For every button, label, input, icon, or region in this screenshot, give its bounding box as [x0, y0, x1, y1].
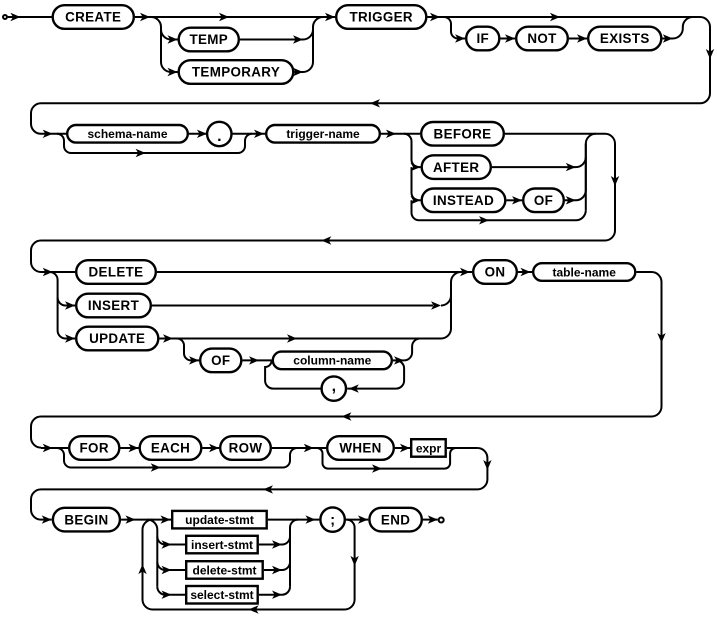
svg-text:INSTEAD: INSTEAD	[433, 193, 494, 208]
svg-text:INSERT: INSERT	[88, 298, 140, 313]
svg-text:select-stmt: select-stmt	[190, 588, 253, 602]
svg-text:column-name: column-name	[293, 354, 371, 368]
svg-text:FOR: FOR	[80, 441, 109, 456]
svg-text:expr: expr	[416, 441, 442, 455]
svg-text:delete-stmt: delete-stmt	[192, 563, 256, 577]
svg-text:.: .	[217, 128, 221, 145]
svg-text:EXISTS: EXISTS	[600, 31, 650, 46]
svg-text:update-stmt: update-stmt	[185, 513, 254, 527]
svg-text:BEGIN: BEGIN	[64, 512, 108, 527]
svg-text:WHEN: WHEN	[339, 441, 381, 456]
svg-text:OF: OF	[211, 353, 230, 368]
svg-text:;: ;	[330, 512, 335, 529]
svg-text:trigger-name: trigger-name	[286, 127, 360, 141]
svg-text:ON: ON	[485, 265, 506, 280]
svg-text:BEFORE: BEFORE	[434, 127, 492, 142]
svg-text:END: END	[381, 512, 410, 527]
svg-text:NOT: NOT	[527, 31, 557, 46]
svg-text:AFTER: AFTER	[433, 160, 479, 175]
svg-text:DELETE: DELETE	[89, 265, 144, 280]
svg-text:EACH: EACH	[151, 441, 190, 456]
svg-text:,: ,	[332, 378, 336, 395]
svg-text:UPDATE: UPDATE	[89, 331, 145, 346]
svg-text:OF: OF	[534, 193, 553, 208]
svg-text:TEMPORARY: TEMPORARY	[192, 65, 280, 80]
svg-text:ROW: ROW	[229, 441, 263, 456]
svg-text:TRIGGER: TRIGGER	[349, 10, 412, 25]
svg-text:TEMP: TEMP	[189, 32, 228, 47]
svg-text:schema-name: schema-name	[87, 127, 167, 141]
svg-text:CREATE: CREATE	[65, 10, 121, 25]
svg-text:IF: IF	[476, 31, 489, 46]
svg-text:table-name: table-name	[553, 265, 617, 279]
svg-text:insert-stmt: insert-stmt	[191, 538, 253, 552]
